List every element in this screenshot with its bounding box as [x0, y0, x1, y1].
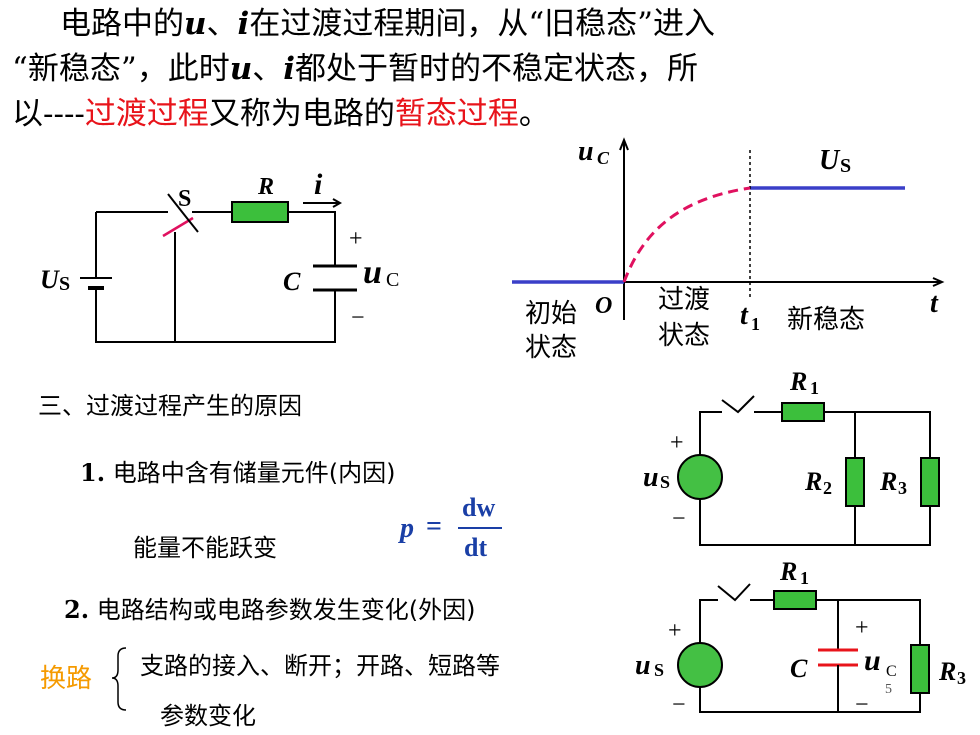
- circuit-resistive: [677, 395, 940, 546]
- separator: 、: [206, 6, 238, 42]
- c2-minus: −: [672, 506, 686, 532]
- c2-r3-sub: 3: [898, 478, 907, 498]
- source-circle: [677, 454, 723, 500]
- c2-r2: R: [804, 467, 822, 496]
- circuit-rc-parallel: [677, 583, 930, 713]
- graph-origin: O: [595, 293, 612, 319]
- source-label: U: [40, 265, 60, 294]
- current-label: i: [314, 168, 323, 201]
- minus-sign: −: [351, 305, 365, 331]
- intro-text: 又称为电路的: [208, 96, 395, 132]
- intro-paragraph: 电路中的u、i在过渡过程期间，从“旧稳态”进入 “新稳态”，此时u、i都处于暂时…: [12, 2, 972, 137]
- c3-plus: +: [668, 618, 682, 644]
- graph-ylabel: u: [578, 136, 594, 167]
- formula-num: dw: [462, 493, 496, 522]
- c2-r1: R: [789, 367, 807, 396]
- transient-graph: [512, 137, 945, 320]
- formula-eq: =: [426, 511, 442, 542]
- c3-us: u: [635, 650, 651, 681]
- intro-text: 。: [518, 96, 550, 132]
- brace-item-2: 参数变化: [160, 702, 256, 730]
- graph-ylabel-sub: C: [597, 148, 610, 168]
- c3-r1: R: [779, 557, 797, 586]
- fraction-bar: [458, 527, 502, 529]
- circuit-rc: [80, 193, 357, 343]
- c2-plus: +: [670, 430, 684, 456]
- c2-us-sub: S: [660, 472, 670, 492]
- intro-text: “新稳态”，此时: [12, 51, 230, 87]
- formula: p = dw dt: [400, 493, 510, 565]
- i-symbol: i: [283, 51, 296, 87]
- intro-text: 电路中的: [60, 6, 184, 42]
- item2-text: 电路结构或电路参数发生变化(外因): [96, 596, 476, 624]
- item1-text: 电路中含有储量元件(内因): [112, 459, 396, 487]
- page-number: 5: [885, 682, 892, 697]
- plus-sign: +: [349, 226, 363, 252]
- resistor-r: [231, 201, 289, 223]
- intro-text: 以----: [12, 96, 85, 132]
- item2: 2. 电路结构或电路参数发生变化(外因): [64, 590, 475, 625]
- c3-minus2: −: [855, 692, 869, 718]
- item1: 1. 电路中含有储量元件(内因): [80, 453, 395, 488]
- source-sub: S: [59, 273, 70, 295]
- uc-sub: C: [386, 269, 399, 291]
- c3-uc: u: [864, 644, 881, 677]
- huanlu-label: 换路: [40, 664, 93, 694]
- u-symbol: u: [184, 6, 207, 42]
- c3-uc-sub: C: [886, 663, 897, 680]
- intro-text: 在过渡过程期间，从“旧稳态”进入: [249, 6, 716, 42]
- c3-r3-sub: 3: [957, 668, 966, 688]
- graph-newstate: 新稳态: [787, 305, 865, 335]
- cap-label: C: [283, 267, 301, 296]
- c3-r3: R: [938, 657, 956, 686]
- graph-xlabel: t: [930, 288, 939, 319]
- item2-num: 2.: [64, 595, 90, 624]
- c2-r1-sub: 1: [810, 378, 819, 398]
- charging-curve: [622, 186, 751, 283]
- c2-us: u: [643, 462, 659, 493]
- c3-r1-sub: 1: [800, 568, 809, 588]
- i-symbol: i: [237, 6, 250, 42]
- item1-num: 1.: [80, 458, 106, 487]
- highlight-transition: 过渡过程: [84, 96, 209, 132]
- c3-plus2: +: [855, 615, 869, 641]
- c3-cap: C: [790, 654, 808, 683]
- separator: 、: [252, 51, 284, 87]
- c3-minus: −: [672, 692, 686, 718]
- graph-init-2: 状态: [525, 333, 577, 363]
- graph-us: U: [819, 145, 841, 176]
- u-symbol: u: [229, 51, 253, 87]
- energy-text: 能量不能跃变: [133, 534, 277, 562]
- section-title: 三、过渡过程产生的原因: [38, 392, 302, 420]
- graph-trans-2: 状态: [658, 321, 710, 351]
- c2-r3: R: [879, 467, 897, 496]
- formula-den: dt: [464, 533, 488, 562]
- c3-us-sub: S: [654, 660, 664, 680]
- intro-text: 都处于暂时的不稳定状态，所: [295, 51, 699, 87]
- brace: [111, 647, 127, 711]
- graph-t1: t: [740, 300, 749, 331]
- formula-p: p: [400, 513, 414, 544]
- resistor-label: R: [257, 174, 274, 200]
- uc-label: u: [363, 254, 382, 291]
- graph-us-sub: S: [840, 155, 851, 177]
- c2-r2-sub: 2: [823, 478, 832, 498]
- graph-t1-sub: 1: [751, 314, 760, 334]
- switch-label: S: [178, 186, 191, 212]
- graph-init-1: 初始: [525, 299, 577, 329]
- brace-item-1: 支路的接入、断开；开路、短路等: [140, 652, 500, 680]
- highlight-transient: 暂态过程: [394, 96, 519, 132]
- graph-trans-1: 过渡: [658, 285, 710, 315]
